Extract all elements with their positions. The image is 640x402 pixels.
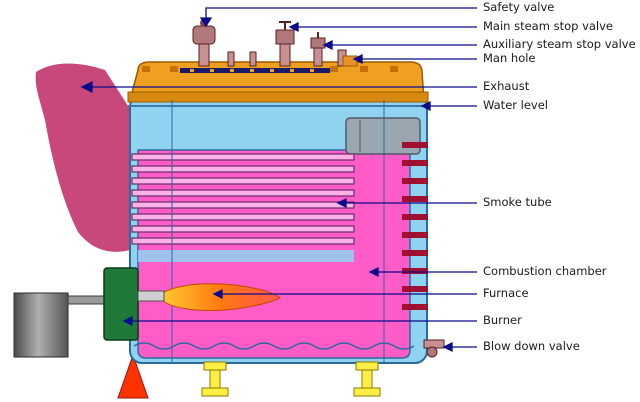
label-auxiliary-steam-stop-valve: Auxiliary steam stop valve <box>483 37 636 51</box>
label-exhaust: Exhaust <box>483 79 530 93</box>
leader-safety-valve <box>205 7 477 20</box>
label-main-steam-stop-valve: Main steam stop valve <box>483 19 614 33</box>
label-burner: Burner <box>483 313 522 327</box>
top-flange <box>127 91 429 103</box>
support-cone <box>117 353 149 399</box>
bottom-water-wave <box>133 342 415 350</box>
water-leg <box>138 250 354 262</box>
burner-motor <box>13 292 69 358</box>
top-rail <box>180 68 330 73</box>
exhaust-box <box>345 117 421 155</box>
label-furnace: Furnace <box>483 286 529 300</box>
burner-housing <box>103 267 139 341</box>
safety-valve <box>192 19 216 67</box>
label-safety-valve: Safety valve <box>483 0 555 14</box>
top-rail-bolts <box>190 69 314 72</box>
blow-down-valve <box>423 339 445 358</box>
main-steam-stop-valve <box>275 21 295 67</box>
label-smoke-tube: Smoke tube <box>483 195 552 209</box>
supports <box>201 361 381 397</box>
label-combustion-chamber: Combustion chamber <box>483 264 607 278</box>
label-blow-down-valve: Blow down valve <box>483 339 580 353</box>
smoke-tubes <box>131 153 355 245</box>
leader-lines <box>80 7 477 353</box>
man-hole <box>342 55 358 67</box>
stay-bolts <box>402 142 428 310</box>
dome-bolts <box>142 66 398 72</box>
label-water-level: Water level <box>483 98 548 112</box>
exhaust-plume <box>35 63 132 252</box>
burner-nozzle <box>137 290 165 302</box>
auxiliary-steam-stop-valve <box>310 32 326 67</box>
label-man-hole: Man hole <box>483 51 536 65</box>
burner-shaft <box>67 295 109 305</box>
